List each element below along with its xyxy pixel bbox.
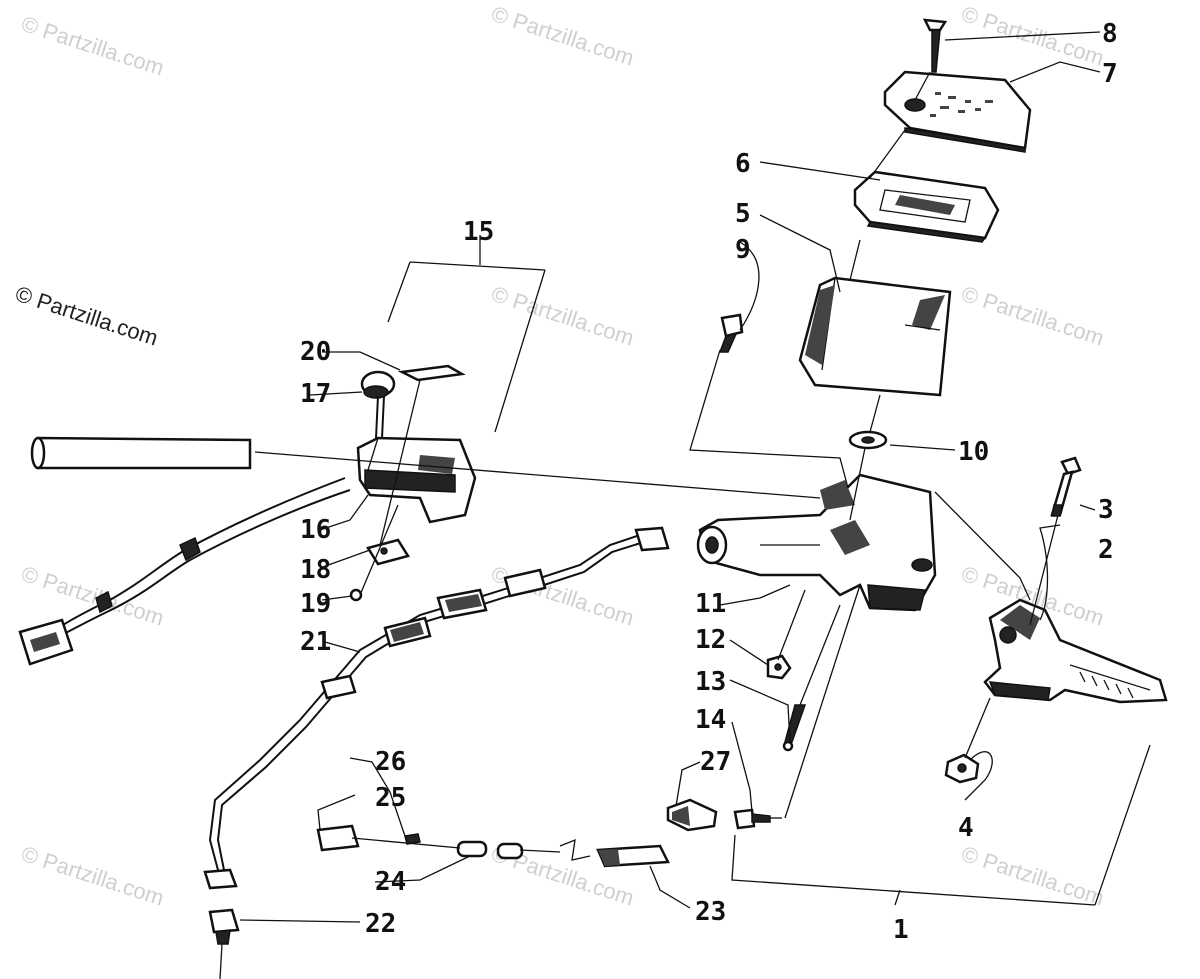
part-pivot-bolt (1050, 456, 1082, 517)
leader-lines (239, 31, 1151, 923)
part-nut-12 (766, 654, 792, 680)
callout-1: 1 (893, 915, 909, 945)
copyright-notice: © Partzilla.com (12, 281, 161, 351)
part-reservoir-cover (883, 70, 1032, 153)
watermark-text: © Partzilla.com (18, 561, 167, 631)
callout-2: 2 (1098, 535, 1114, 565)
callout-7: 7 (1102, 59, 1118, 89)
part-brake-switch (733, 808, 782, 830)
callout-6: 6 (735, 149, 751, 179)
callout-5: 5 (735, 199, 751, 229)
watermark-text: © Partzilla.com (18, 11, 167, 81)
part-button (360, 370, 396, 399)
watermark-text: © Partzilla.com (958, 281, 1107, 351)
part-diaphragm (853, 170, 1000, 243)
part-cover-screw (922, 18, 948, 73)
callout-9: 9 (735, 235, 751, 265)
callout-19: 19 (300, 589, 331, 619)
callout-11: 11 (695, 589, 726, 619)
callout-22: 22 (365, 909, 396, 939)
part-screw-13 (782, 704, 807, 752)
part-screw-19 (349, 588, 363, 602)
part-connector (18, 618, 74, 666)
callout-21: 21 (300, 627, 331, 657)
part-washer (848, 430, 888, 450)
part-brake-line (208, 526, 670, 871)
part-bolt-9 (718, 313, 744, 353)
callout-8: 8 (1102, 19, 1118, 49)
callout-13: 13 (695, 667, 726, 697)
part-nut-4 (944, 753, 980, 784)
callout-10: 10 (958, 437, 989, 467)
part-handlebar (30, 436, 252, 470)
callout-4: 4 (958, 813, 974, 843)
part-gasket (397, 364, 466, 382)
callout-20: 20 (300, 337, 331, 367)
callout-23: 23 (695, 897, 726, 927)
callout-3: 3 (1098, 495, 1114, 525)
part-brake-lever (983, 598, 1168, 704)
watermark-text: © Partzilla.com (18, 841, 167, 911)
callout-18: 18 (300, 555, 331, 585)
part-switch-housing (356, 436, 477, 524)
part-wiring-harness (54, 395, 385, 637)
callout-14: 14 (695, 705, 726, 735)
callout-26: 26 (375, 747, 406, 777)
callout-labels: 8 7 6 5 9 10 3 2 11 12 13 14 27 4 15 20 … (300, 19, 1118, 945)
callout-25: 25 (375, 783, 406, 813)
part-connector-set (316, 824, 670, 868)
part-reservoir (798, 276, 952, 397)
callout-12: 12 (695, 625, 726, 655)
watermark-text: © Partzilla.com (488, 1, 637, 71)
callout-16: 16 (300, 515, 331, 545)
callout-15: 15 (463, 217, 494, 247)
part-master-cylinder (696, 473, 937, 612)
callout-27: 27 (700, 747, 731, 777)
callout-24: 24 (375, 867, 406, 897)
watermark-text: © Partzilla.com (488, 281, 637, 351)
part-banjo-fitting (203, 868, 240, 979)
part-boot (666, 798, 718, 832)
callout-17: 17 (300, 379, 331, 409)
